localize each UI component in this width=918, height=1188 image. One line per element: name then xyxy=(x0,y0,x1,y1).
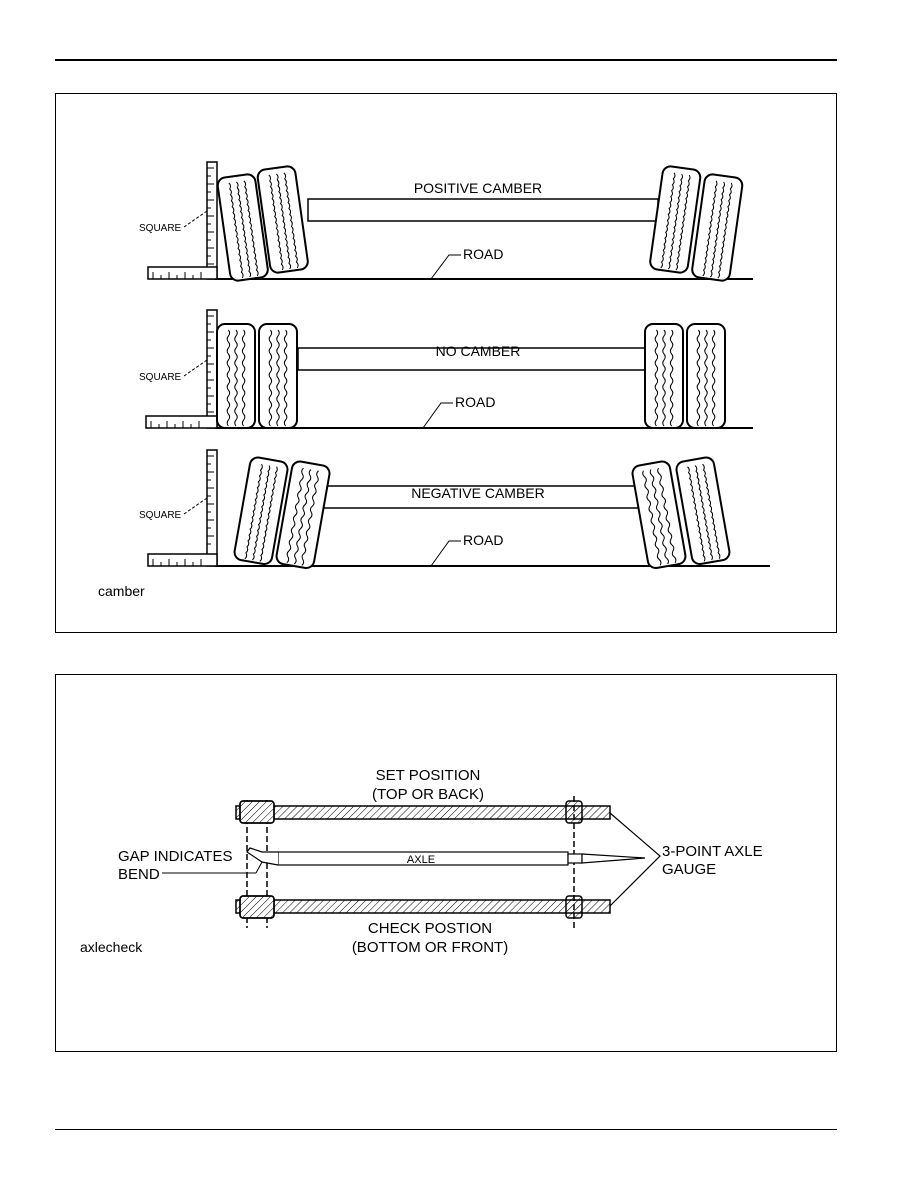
road-label: ROAD xyxy=(455,394,495,410)
gap-label: GAP INDICATES xyxy=(118,848,232,865)
camber-title: NEGATIVE CAMBER xyxy=(411,485,545,501)
tire xyxy=(644,323,684,429)
gauge-label: 3-POINT AXLE xyxy=(662,843,763,860)
negative-camber-panel: SQUARE NEGATIVE CAMBER ROAD xyxy=(139,449,770,570)
tire xyxy=(691,173,744,282)
square-label: SQUARE xyxy=(139,510,182,521)
tire xyxy=(216,173,269,282)
tire xyxy=(258,323,298,429)
set-position-bar xyxy=(235,805,611,820)
camber-caption: camber xyxy=(98,583,145,599)
check-position-label: CHECK POSTION xyxy=(368,920,492,937)
header-rule xyxy=(55,59,837,61)
tire xyxy=(686,323,726,429)
camber-title: POSITIVE CAMBER xyxy=(414,180,542,196)
set-position-label: SET POSITION xyxy=(376,767,481,784)
carpenter-square xyxy=(147,161,218,280)
bent-axle-end xyxy=(246,847,279,866)
axle-label: AXLE xyxy=(407,854,435,866)
gauge-sublabel: GAUGE xyxy=(662,861,716,878)
footer-rule xyxy=(55,1129,837,1130)
carpenter-square xyxy=(147,449,218,567)
axle-spindle-tip xyxy=(581,853,646,864)
tire xyxy=(216,323,256,429)
axle-hub xyxy=(567,853,583,864)
positive-camber-panel: SQUARE POSITIVE CAMBER ROAD xyxy=(139,161,753,282)
road-label: ROAD xyxy=(463,532,503,548)
square-label: SQUARE xyxy=(139,223,182,234)
check-position-bar xyxy=(235,899,611,914)
gap-leader-tick xyxy=(255,861,263,874)
tire xyxy=(275,460,331,570)
axle-caption: axlecheck xyxy=(80,939,143,955)
gauge-pointer-lines xyxy=(609,812,661,907)
camber-title: NO CAMBER xyxy=(436,343,521,359)
square-label: SQUARE xyxy=(139,372,182,383)
left-clamp xyxy=(239,800,275,928)
tire xyxy=(256,165,309,274)
check-position-sublabel: (BOTTOM OR FRONT) xyxy=(352,939,508,956)
tire xyxy=(649,165,702,274)
gap-sublabel: BEND xyxy=(118,866,160,883)
set-position-sublabel: (TOP OR BACK) xyxy=(372,786,484,803)
tire xyxy=(675,456,731,566)
road-label: ROAD xyxy=(463,246,503,262)
tire xyxy=(631,460,687,570)
no-camber-panel: SQUARE NO CAMBER ROAD xyxy=(139,309,753,429)
tire xyxy=(233,456,289,566)
